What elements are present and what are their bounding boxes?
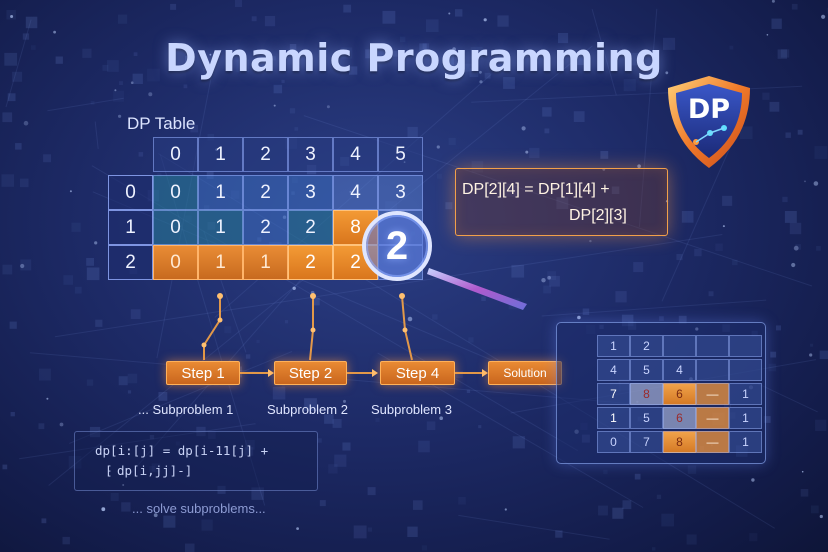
row-header: 2 — [108, 245, 153, 280]
formula-box: DP[2][4] = DP[1][4] + DP[2][3] — [455, 168, 668, 236]
column-header: 0 — [153, 137, 198, 172]
solve-subproblems-text: ... solve subproblems... — [132, 501, 266, 516]
row-header: 0 — [108, 175, 153, 210]
row-header: 1 — [108, 210, 153, 245]
mini-cell: 8 — [630, 383, 663, 405]
mini-cell: 5 — [630, 407, 663, 429]
mini-cell: 1 — [729, 431, 762, 453]
mini-cell: 4 — [597, 359, 630, 381]
code-glyph: ⁅ — [105, 463, 113, 478]
mini-cell: 2 — [630, 335, 663, 357]
table-cell: 0 — [153, 210, 198, 245]
table-cell: 2 — [288, 245, 333, 280]
column-header: 3 — [288, 137, 333, 172]
table-cell: 1 — [243, 245, 288, 280]
magnifier-icon — [362, 211, 432, 281]
mini-cell: 6 — [663, 383, 696, 405]
table-cell: 2 — [288, 210, 333, 245]
magnifier-value: 2 — [385, 223, 409, 268]
mini-cell — [696, 335, 729, 357]
subproblem-3-label: Subproblem 3 — [371, 402, 452, 417]
mini-cell: 1 — [597, 335, 630, 357]
table-cell: 1 — [198, 245, 243, 280]
table-cell: 3 — [378, 175, 423, 210]
mini-cell: 0 — [597, 431, 630, 453]
dp-table-label: DP Table — [127, 114, 196, 133]
table-cell: 2 — [243, 175, 288, 210]
mini-cell: 5 — [630, 359, 663, 381]
table-cell: 1 — [198, 210, 243, 245]
mini-dp-panel: 1 2 4 5 4 7 8 6 — 1 1 5 6 — 1 0 7 8 — 1 — [556, 322, 766, 464]
table-cell: 2 — [243, 210, 288, 245]
table-cell: 1 — [198, 175, 243, 210]
mini-cell — [729, 359, 762, 381]
magnifier-handle-icon — [427, 268, 527, 310]
mini-cell — [729, 335, 762, 357]
column-header: 1 — [198, 137, 243, 172]
badge-text: DP — [687, 94, 731, 125]
mini-cell: 7 — [597, 383, 630, 405]
table-cell: 0 — [153, 175, 198, 210]
table-cell: 4 — [333, 175, 378, 210]
mini-cell: 1 — [729, 383, 762, 405]
formula-line-1: DP[2][4] = DP[1][4] + — [462, 181, 610, 198]
step-4-box: Step 4 — [380, 361, 455, 385]
table-cell: 0 — [153, 245, 198, 280]
column-header: 2 — [243, 137, 288, 172]
dp-badge: DP — [662, 72, 756, 172]
code-snippet: dp[i:[j] = dp[i-11[j] + ⁅ dp[i,jj]-] — [74, 431, 318, 491]
column-header: 5 — [378, 137, 423, 172]
table-cell: 3 — [288, 175, 333, 210]
mini-cell: 4 — [663, 359, 696, 381]
mini-cell: 1 — [597, 407, 630, 429]
subproblem-2-label: Subproblem 2 — [267, 402, 348, 417]
shield-icon — [668, 76, 750, 168]
solution-box: Solution — [488, 361, 562, 385]
mini-cell — [663, 335, 696, 357]
column-header: 4 — [333, 137, 378, 172]
page-title: Dynamic Programming — [165, 36, 663, 80]
step-1-box: Step 1 — [166, 361, 240, 385]
formula-line-2: DP[2][3] — [569, 207, 627, 224]
mini-cell: — — [696, 431, 729, 453]
step-2-box: Step 2 — [274, 361, 347, 385]
mini-cell: 7 — [630, 431, 663, 453]
mini-cell: 6 — [663, 407, 696, 429]
mini-cell: — — [696, 383, 729, 405]
mini-cell: — — [696, 407, 729, 429]
mini-cell: 1 — [729, 407, 762, 429]
mini-cell — [696, 359, 729, 381]
mini-cell: 8 — [663, 431, 696, 453]
code-line-2: dp[i,jj]-] — [117, 463, 193, 478]
code-line-1: dp[i:[j] = dp[i-11[j] + — [95, 443, 269, 458]
subproblem-1-label: ... Subproblem 1 — [138, 402, 234, 417]
